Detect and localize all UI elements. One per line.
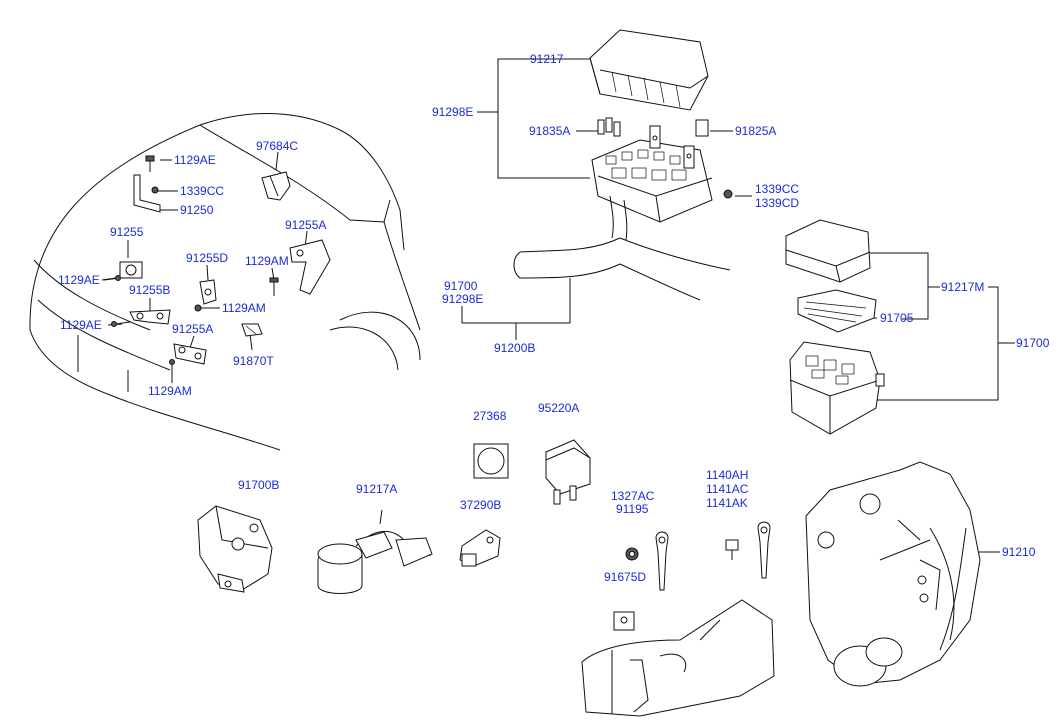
label-91255a-a[interactable]: 91255A: [285, 218, 327, 232]
relay-box-91217: [589, 29, 733, 241]
terminals: [613, 521, 771, 631]
label-91255[interactable]: 91255: [110, 225, 144, 239]
label-91255a-b[interactable]: 91255A: [172, 322, 214, 336]
fuse-box-91700: [785, 219, 885, 435]
label-1129ae-a[interactable]: 1129AE: [174, 153, 216, 167]
label-91255b[interactable]: 91255B: [129, 283, 171, 297]
label-91217[interactable]: 91217: [530, 52, 564, 66]
label-91825a[interactable]: 91825A: [735, 124, 777, 138]
label-91700-right[interactable]: 91700: [1016, 336, 1050, 350]
label-27368[interactable]: 27368: [473, 409, 507, 423]
label-91217a[interactable]: 91217A: [356, 482, 398, 496]
label-91217m[interactable]: 91217M: [941, 280, 985, 294]
label-91195[interactable]: 91195: [616, 502, 649, 516]
label-91675d[interactable]: 91675D: [604, 570, 647, 584]
label-1339cc-left[interactable]: 1339CC: [180, 184, 225, 198]
label-91210[interactable]: 91210: [1002, 545, 1036, 559]
label-1140ah[interactable]: 1140AH: [706, 468, 749, 482]
main-harness: [513, 237, 731, 301]
label-95220a[interactable]: 95220A: [538, 401, 580, 415]
label-91200b[interactable]: 91200B: [494, 341, 536, 355]
mid-row-parts: [473, 439, 591, 505]
label-91298e-top[interactable]: 91298E: [432, 105, 474, 119]
label-1141ac[interactable]: 1141AC: [706, 482, 749, 496]
label-97684c[interactable]: 97684C: [256, 139, 299, 153]
label-1327ac[interactable]: 1327AC: [611, 489, 655, 503]
clip-harness-91217a: [317, 509, 433, 594]
label-1129am-a[interactable]: 1129AM: [245, 254, 289, 268]
label-91250[interactable]: 91250: [180, 203, 214, 217]
engine: [805, 461, 981, 687]
label-1129am-b[interactable]: 1129AM: [222, 301, 266, 315]
label-91255d[interactable]: 91255D: [186, 251, 229, 265]
label-91835a[interactable]: 91835A: [529, 124, 571, 138]
label-1129ae-b[interactable]: 1129AE: [58, 273, 100, 287]
label-91705[interactable]: 91705: [880, 311, 914, 325]
bracket-91700b: [197, 505, 273, 593]
label-1339cc-right[interactable]: 1339CC: [755, 182, 800, 196]
label-91700-mid[interactable]: 91700: [444, 279, 478, 293]
label-1129am-c[interactable]: 1129AM: [148, 384, 192, 398]
transmission: [581, 599, 775, 717]
sensor-37290b: [459, 529, 501, 567]
label-1141ak[interactable]: 1141AK: [706, 496, 748, 510]
label-91700b[interactable]: 91700B: [238, 478, 280, 492]
label-37290b[interactable]: 37290B: [460, 498, 502, 512]
label-1339cd-right[interactable]: 1339CD: [755, 196, 800, 210]
label-1129ae-c[interactable]: 1129AE: [60, 318, 102, 332]
label-91298e-mid[interactable]: 91298E: [442, 292, 484, 306]
label-91870t[interactable]: 91870T: [233, 354, 274, 368]
left-hardware: [101, 155, 331, 376]
